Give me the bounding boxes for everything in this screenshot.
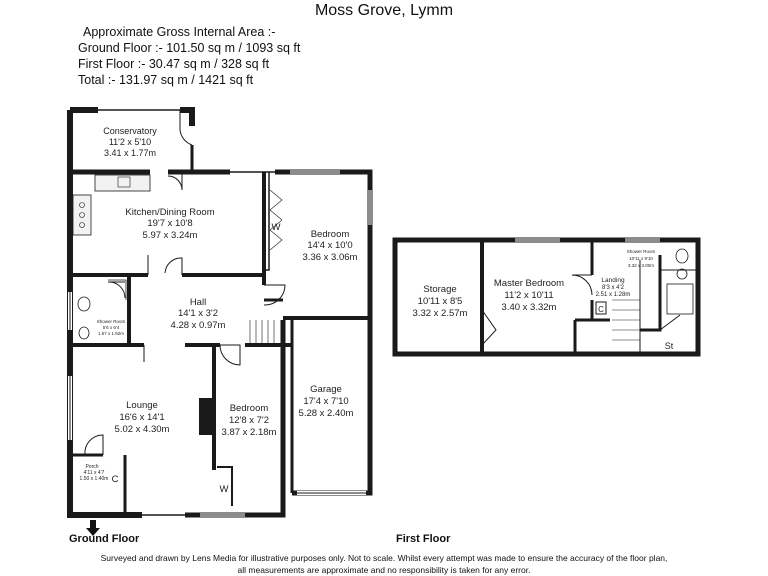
room-porch-metric: 1.50 x 1.40m [80,476,109,482]
room-master-metric: 3.40 x 3.32m [502,302,557,313]
room-conservatory-metric: 3.41 x 1.77m [104,148,156,158]
room-hall-metric: 4.28 x 0.97m [171,320,226,331]
room-bedroom2-metric: 3.87 x 2.18m [222,427,277,438]
room-bedroom1-metric: 3.36 x 3.06m [303,252,358,263]
room-garage-name: Garage [310,384,342,395]
room-labels: Conservatory 11'2 x 5'10 3.41 x 1.77m Ki… [80,126,674,495]
room-landing-name: Landing [601,277,625,284]
area-total: Total :- 131.97 sq m / 1421 sq ft [78,73,254,87]
room-master-name: Master Bedroom [494,278,564,289]
room-bedroom2-imperial: 12'8 x 7'2 [229,415,269,426]
entrance-arrow-icon [86,520,100,536]
first-floor-label: First Floor [396,533,451,545]
room-shower-ff-name: Shower Room [627,249,656,254]
room-landing-imperial: 8'3 x 4'2 [602,285,625,291]
ground-floor-walls [67,107,373,518]
room-bedroom2-name: Bedroom [230,403,269,414]
disclaimer-line-2: all measurements are approximate and no … [237,565,531,575]
room-storage-name: Storage [423,284,456,295]
room-conservatory-imperial: 11'2 x 5'10 [109,137,151,147]
room-shower-ff-imperial: 10'11 x 9'10 [629,256,653,261]
cupboard-mark: C [112,474,119,485]
cupboard-mark-ff: C [598,305,604,314]
disclaimer-line-1: Surveyed and drawn by Lens Media for ill… [100,553,668,563]
room-storage-metric: 3.32 x 2.57m [413,308,468,319]
room-master-imperial: 11'2 x 10'11 [504,290,553,301]
room-lounge-name: Lounge [126,400,158,411]
room-porch-name: Porch [85,464,98,470]
first-floor-walls [392,237,701,357]
room-garage-metric: 5.28 x 2.40m [299,408,354,419]
room-lounge-imperial: 16'6 x 14'1 [119,412,164,423]
room-shower-gf-metric: 1.57 x 1.92m [98,331,124,336]
room-landing-metric: 2.51 x 1.28m [596,292,631,298]
area-heading: Approximate Gross Internal Area :- [83,25,276,39]
room-storage-imperial: 10'11 x 8'5 [418,296,463,307]
store-mark: St [665,341,674,351]
disclaimer: Surveyed and drawn by Lens Media for ill… [0,552,768,576]
area-ground: Ground Floor :- 101.50 sq m / 1093 sq ft [78,41,301,55]
room-porch-imperial: 4'11 x 4'7 [84,470,105,476]
room-bedroom1-name: Bedroom [311,229,350,240]
room-lounge-metric: 5.02 x 4.30m [115,424,170,435]
room-kitchen-name: Kitchen/Dining Room [125,207,214,218]
room-hall-imperial: 14'1 x 3'2 [178,308,218,319]
wardrobe-mark-2: W [220,484,229,495]
room-shower-gf-imperial: 5'6 x 6'4 [103,325,120,330]
room-conservatory-name: Conservatory [103,126,157,136]
ground-floor-label: Ground Floor [69,533,140,545]
plan-title: Moss Grove, Lymm [314,2,454,19]
room-kitchen-metric: 5.97 x 3.24m [143,230,198,241]
room-hall-name: Hall [190,297,206,308]
room-bedroom1-imperial: 14'4 x 10'0 [307,240,352,251]
area-first: First Floor :- 30.47 sq m / 328 sq ft [78,57,270,71]
room-kitchen-imperial: 19'7 x 10'8 [147,218,192,229]
room-garage-imperial: 17'4 x 7'10 [303,396,348,407]
wardrobe-mark: W [272,222,281,233]
room-shower-gf-name: Shower Room [97,319,126,324]
room-shower-ff-metric: 3.32 x 3.00m [628,263,654,268]
